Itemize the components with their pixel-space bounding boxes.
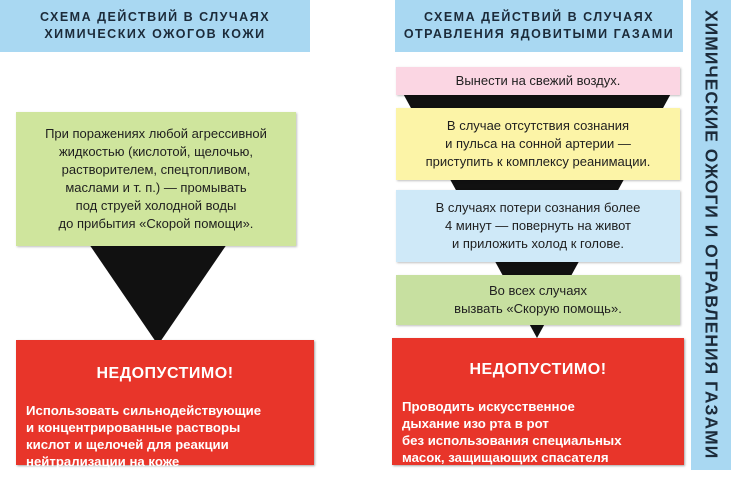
left-header: СХЕМА ДЕЙСТВИЙ В СЛУЧАЯХ ХИМИЧЕСКИХ ОЖОГ…	[0, 0, 310, 52]
side-vertical-title: ХИМИЧЕСКИЕ ОЖОГИ И ОТРАВЛЕНИЯ ГАЗАМИ	[691, 0, 731, 470]
left-warning-box: НЕДОПУСТИМО! Использовать сильнодействую…	[16, 340, 314, 486]
right-warning-text: Проводить искусственное дыхание изо рта …	[402, 399, 622, 482]
right-warning-title: НЕДОПУСТИМО!	[469, 361, 607, 378]
right-warning-box: НЕДОПУСТИМО! Проводить искусственное дых…	[392, 338, 684, 482]
right-step-4: Во всех случаях вызвать «Скорую помощь».	[396, 275, 680, 325]
left-warning-title: НЕДОПУСТИМО!	[96, 365, 234, 382]
right-header: СХЕМА ДЕЙСТВИЙ В СЛУЧАЯХ ОТРАВЛЕНИЯ ЯДОВ…	[395, 0, 683, 52]
right-step-3: В случаях потери сознания более 4 минут …	[396, 190, 680, 262]
left-action-box: При поражениях любой агрессивной жидкост…	[16, 112, 296, 246]
right-step-2: В случае отсутствия сознания и пульса на…	[396, 108, 680, 180]
right-step-1: Вынести на свежий воздух.	[396, 67, 680, 95]
left-warning-text: Использовать сильнодействующие и концент…	[26, 403, 262, 486]
